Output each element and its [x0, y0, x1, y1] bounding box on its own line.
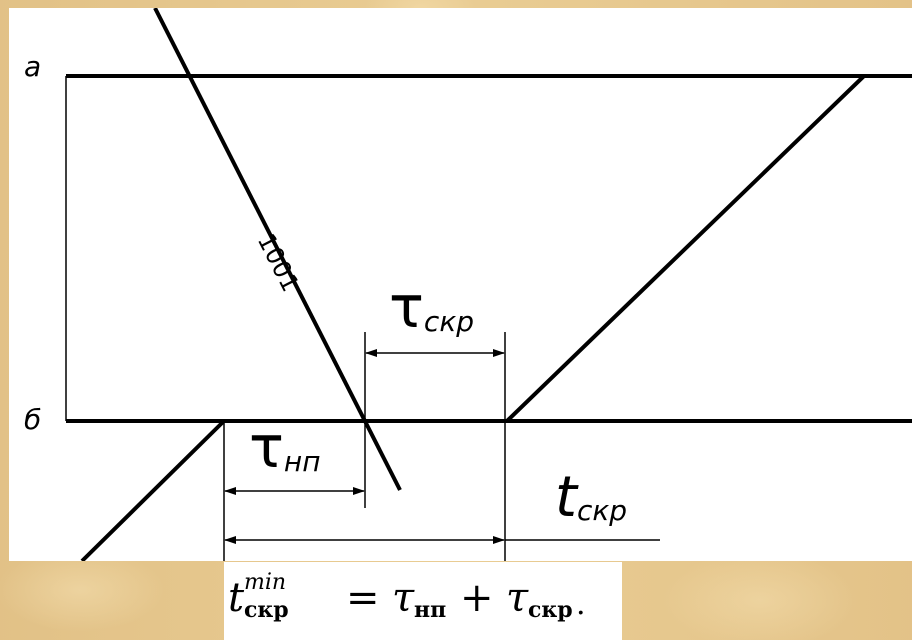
- departing-train-line: [505, 74, 866, 423]
- formula-trailing-dot: .: [576, 587, 586, 622]
- formula-lhs-subscript: скр: [244, 597, 289, 623]
- tau-np-label: τнп: [249, 418, 321, 476]
- formula-tau2-symbol: τ: [506, 575, 529, 621]
- formula-tau2-subscript: скр: [528, 597, 573, 623]
- formula-lhs-symbol: t: [228, 575, 245, 621]
- train-schedule-diagram: [65, 8, 912, 561]
- formula-tau1-subscript: нп: [414, 597, 447, 623]
- formula-lhs-superscript: min: [244, 570, 287, 595]
- t-skr-label: tскр: [555, 470, 627, 526]
- station-b-label: б: [24, 403, 42, 436]
- station-a-label: а: [24, 50, 42, 83]
- tau-skr-symbol: τ: [389, 273, 424, 341]
- diagram-panel: а б 1001 τскр τнп tскр: [9, 8, 912, 561]
- t-skr-symbol: t: [555, 465, 577, 530]
- tau-np-subscript: нп: [283, 445, 321, 478]
- tau-skr-label: τскр: [389, 278, 474, 336]
- t-skr-subscript: скр: [576, 494, 628, 527]
- formula: t min скр = τ нп + τ скр .: [224, 562, 622, 640]
- formula-equals: =: [346, 575, 380, 621]
- tau-np-symbol: τ: [249, 413, 284, 481]
- arriving-train-line: [80, 419, 226, 561]
- tau-skr-subscript: скр: [423, 305, 475, 338]
- train-1001-line: [153, 8, 402, 491]
- formula-tau1-symbol: τ: [392, 575, 415, 621]
- formula-plus: +: [460, 575, 494, 621]
